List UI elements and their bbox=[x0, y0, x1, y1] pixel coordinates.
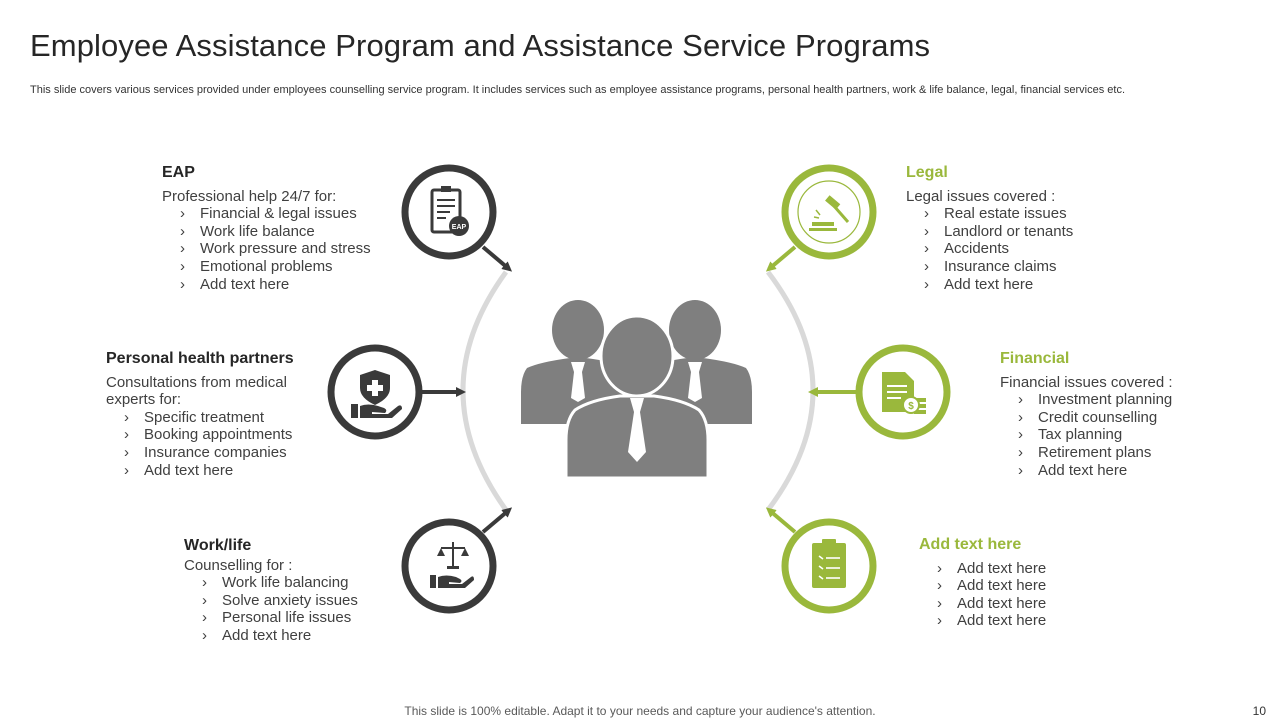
left-arc bbox=[460, 270, 509, 512]
page-number: 10 bbox=[1252, 704, 1266, 718]
list-item: Specific treatment bbox=[124, 409, 306, 427]
health-intro: Consultations from medical experts for: bbox=[106, 373, 287, 409]
list-item: Credit counselling bbox=[1018, 409, 1173, 427]
legal-intro: Legal issues covered : bbox=[906, 187, 1056, 205]
legal-heading: Legal bbox=[906, 164, 948, 181]
worklife-intro: Counselling for : bbox=[184, 556, 293, 574]
slide-footer: This slide is 100% editable. Adapt it to… bbox=[404, 704, 876, 718]
list-item: Solve anxiety issues bbox=[202, 592, 358, 610]
list-item: Landlord or tenants bbox=[924, 223, 1073, 241]
health-list: Specific treatment Booking appointments … bbox=[106, 409, 306, 479]
eap-intro: Professional help 24/7 for: bbox=[162, 187, 337, 205]
eap-arrow bbox=[481, 245, 513, 272]
addtext-block: Add text here Add text here Add text her… bbox=[919, 536, 1046, 630]
slide-title: Employee Assistance Program and Assistan… bbox=[30, 28, 931, 63]
legal-arrow bbox=[765, 245, 797, 272]
list-item: Add text here bbox=[937, 595, 1046, 613]
financial-block: Financial Financial issues covered : Inv… bbox=[1000, 350, 1173, 479]
list-item: Add text here bbox=[180, 276, 371, 294]
financial-heading: Financial bbox=[1000, 350, 1070, 367]
scales-hand-icon bbox=[430, 542, 474, 588]
checklist-icon bbox=[812, 539, 846, 588]
financial-intro: Financial issues covered : bbox=[1000, 373, 1173, 391]
worklife-arrow bbox=[481, 507, 513, 534]
health-block: Personal health partners Consultations f… bbox=[106, 350, 306, 479]
list-item: Add text here bbox=[937, 560, 1046, 578]
addtext-arrow bbox=[765, 507, 797, 534]
people-group-icon bbox=[521, 300, 752, 480]
list-item: Work life balance bbox=[180, 223, 371, 241]
slide-subtitle: This slide covers various services provi… bbox=[30, 84, 1126, 96]
legal-list: Real estate issues Landlord or tenants A… bbox=[906, 205, 1073, 293]
financial-list: Investment planning Credit counselling T… bbox=[1000, 391, 1173, 479]
addtext-heading: Add text here bbox=[919, 536, 1022, 553]
list-item: Add text here bbox=[924, 276, 1073, 294]
gavel-icon bbox=[809, 195, 850, 231]
addtext-list: Add text here Add text here Add text her… bbox=[919, 560, 1046, 630]
list-item: Add text here bbox=[937, 577, 1046, 595]
list-item: Add text here bbox=[202, 627, 358, 645]
list-item: Add text here bbox=[124, 462, 306, 480]
list-item: Booking appointments bbox=[124, 426, 306, 444]
worklife-block: Work/life Counselling for : Work life ba… bbox=[184, 537, 358, 645]
eap-heading: EAP bbox=[162, 164, 195, 181]
right-arc bbox=[765, 270, 816, 512]
list-item: Accidents bbox=[924, 240, 1073, 258]
shield-hand-icon bbox=[351, 370, 402, 418]
list-item: Insurance companies bbox=[124, 444, 306, 462]
list-item: Real estate issues bbox=[924, 205, 1073, 223]
worklife-list: Work life balancing Solve anxiety issues… bbox=[184, 574, 358, 644]
list-item: Work life balancing bbox=[202, 574, 358, 592]
eap-block: EAP Professional help 24/7 for: Financia… bbox=[162, 164, 371, 293]
list-item: Personal life issues bbox=[202, 609, 358, 627]
svg-text:$: $ bbox=[908, 401, 914, 412]
list-item: Financial & legal issues bbox=[180, 205, 371, 223]
health-heading: Personal health partners bbox=[106, 350, 294, 367]
clipboard-eap-icon: EAP bbox=[430, 186, 469, 236]
list-item: Tax planning bbox=[1018, 426, 1173, 444]
worklife-heading: Work/life bbox=[184, 537, 252, 554]
list-item: Retirement plans bbox=[1018, 444, 1173, 462]
eap-list: Financial & legal issues Work life balan… bbox=[162, 205, 371, 293]
list-item: Work pressure and stress bbox=[180, 240, 371, 258]
list-item: Insurance claims bbox=[924, 258, 1073, 276]
document-dollar-icon: $ bbox=[882, 372, 926, 414]
eap-icon-label: EAP bbox=[452, 224, 467, 231]
list-item: Add text here bbox=[1018, 462, 1173, 480]
list-item: Investment planning bbox=[1018, 391, 1173, 409]
legal-block: Legal Legal issues covered : Real estate… bbox=[906, 164, 1073, 293]
list-item: Emotional problems bbox=[180, 258, 371, 276]
list-item: Add text here bbox=[937, 612, 1046, 630]
